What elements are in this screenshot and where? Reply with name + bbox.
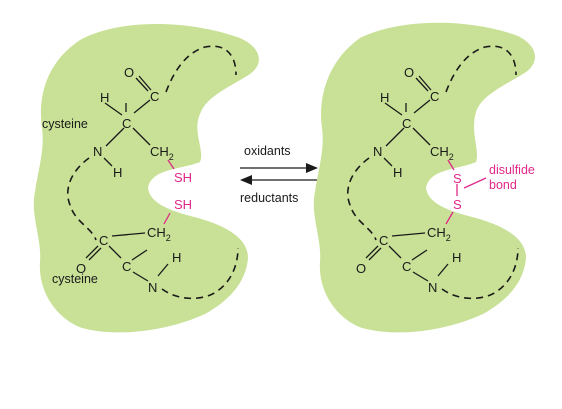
disulfide-label-line2: bond <box>489 178 517 192</box>
left-bond-to-sh <box>167 159 175 170</box>
left-bond <box>85 245 99 259</box>
right-n-bottom: N <box>428 280 437 295</box>
right-bond <box>365 245 379 259</box>
right-ch2-top: CH2 <box>430 144 454 162</box>
right-bond <box>391 232 426 237</box>
right-bond <box>383 157 393 167</box>
right-h-top: H <box>380 90 389 105</box>
right-bond <box>412 127 431 146</box>
right-bond <box>385 127 405 147</box>
right-bond-to-s <box>445 211 454 225</box>
oxidants-label: oxidants <box>244 144 291 158</box>
right-bond <box>411 249 428 261</box>
left-panel: H C C O N H CH2 SH SH CH2 C O C H N cyst… <box>33 24 259 333</box>
right-o-bottom: O <box>356 261 366 276</box>
right-c-carbonyl-top: C <box>430 89 439 104</box>
right-bond <box>388 245 402 259</box>
right-bond <box>415 77 429 92</box>
left-cysteine-label-top: cysteine <box>42 117 88 131</box>
left-n-top: N <box>93 144 102 159</box>
left-bond <box>131 249 148 261</box>
right-ch2-bottom: CH2 <box>427 225 451 243</box>
left-backbone-bottom <box>161 247 239 300</box>
disulfide-label-leader <box>463 177 487 189</box>
left-h-n-top: H <box>113 165 122 180</box>
right-backbone-top <box>445 45 517 93</box>
left-cysteine-label-bottom: cysteine <box>52 272 98 286</box>
left-h-bottom: H <box>172 250 181 265</box>
right-o-top: O <box>404 65 414 80</box>
left-c-carbonyl-bottom: C <box>99 233 108 248</box>
left-c-carbonyl-top: C <box>150 89 159 104</box>
right-bond <box>418 75 432 91</box>
left-bond <box>133 99 151 114</box>
right-c-carbonyl-bottom: C <box>379 233 388 248</box>
left-sh-top: SH <box>174 170 192 185</box>
left-ch2-bottom: CH2 <box>147 225 171 243</box>
left-bond <box>157 263 169 277</box>
right-bond <box>368 247 382 261</box>
left-c-alpha-bottom: C <box>122 259 131 274</box>
right-h-n-top: H <box>393 165 402 180</box>
right-bond <box>437 263 449 277</box>
left-bond-to-sh <box>163 212 171 225</box>
left-bond <box>138 75 152 91</box>
left-bond <box>104 102 123 116</box>
right-bond <box>412 271 429 282</box>
right-c-alpha-bottom: C <box>402 259 411 274</box>
left-bond <box>132 127 151 146</box>
reaction-arrows: oxidants reductants <box>240 144 318 205</box>
left-backbone-top <box>165 45 237 93</box>
reductants-label: reductants <box>240 191 298 205</box>
right-panel: H C C O N H CH2 S S CH2 C O C H N disulf… <box>313 22 536 333</box>
left-bond <box>108 245 122 259</box>
left-h-top: H <box>100 90 109 105</box>
disulfide-label-line1: disulfide <box>489 163 535 177</box>
left-bond <box>103 157 113 167</box>
reverse-arrow-head <box>240 175 252 185</box>
left-o-bottom: O <box>76 261 86 276</box>
right-backbone-middle <box>346 157 377 241</box>
left-n-bottom: N <box>148 280 157 295</box>
left-bond <box>132 271 149 282</box>
left-sh-bottom: SH <box>174 197 192 212</box>
left-bond <box>105 127 125 147</box>
right-bond <box>413 99 431 114</box>
right-s-top: S <box>453 171 462 186</box>
left-bond <box>135 77 149 92</box>
left-c-alpha-top: C <box>122 116 131 131</box>
left-bond <box>88 247 102 261</box>
right-c-alpha-top: C <box>402 116 411 131</box>
right-bond-to-s <box>447 159 455 171</box>
right-backbone-bottom <box>441 247 519 300</box>
forward-arrow-head <box>306 163 318 173</box>
right-bond <box>384 102 403 116</box>
left-ch2-top: CH2 <box>150 144 174 162</box>
left-bond <box>111 232 146 237</box>
left-o-top: O <box>124 65 134 80</box>
right-h-bottom: H <box>452 250 461 265</box>
left-backbone-middle <box>66 157 97 241</box>
right-s-bottom: S <box>453 197 462 212</box>
right-n-top: N <box>373 144 382 159</box>
left-protein-shape <box>33 24 259 333</box>
